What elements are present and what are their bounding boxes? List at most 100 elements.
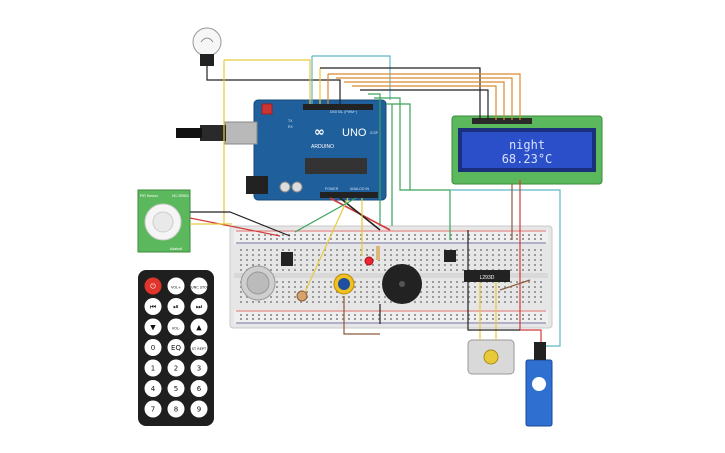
remote-button-st-rept[interactable]	[190, 339, 208, 356]
buzzer[interactable]	[382, 264, 422, 304]
breadboard-hole	[342, 296, 344, 298]
breadboard-hole	[534, 314, 536, 316]
motor-driver-ic[interactable]: L293D	[464, 270, 510, 282]
remote-button-down[interactable]	[144, 318, 162, 336]
breadboard-hole	[390, 249, 392, 251]
breadboard-hole	[486, 296, 488, 298]
breadboard-hole	[330, 269, 332, 271]
remote-button-label: ⏭	[196, 303, 203, 311]
remote-button-func-stop[interactable]	[190, 277, 208, 295]
breadboard-hole	[318, 286, 320, 288]
breadboard-hole	[528, 264, 530, 266]
breadboard-hole	[498, 301, 500, 303]
breadboard-hole	[480, 234, 482, 236]
breadboard-hole	[516, 254, 518, 256]
remote-button-next[interactable]	[190, 298, 208, 315]
lcd-display[interactable]: night 68.23°C	[451, 115, 603, 185]
breadboard-hole	[336, 318, 338, 320]
remote-button-5[interactable]	[167, 380, 185, 397]
remote-button-power[interactable]	[144, 277, 162, 295]
breadboard-hole	[456, 301, 458, 303]
breadboard-hole	[324, 259, 326, 261]
breadboard-hole	[384, 249, 386, 251]
breadboard-hole	[378, 301, 380, 303]
breadboard-hole	[522, 269, 524, 271]
remote-button-2[interactable]	[167, 359, 185, 377]
red-led[interactable]	[364, 256, 374, 266]
remote-button-7[interactable]	[144, 400, 162, 418]
breadboard-hole	[468, 296, 470, 298]
breadboard-hole	[426, 238, 428, 240]
breadboard-hole	[348, 269, 350, 271]
light-bulb[interactable]	[192, 27, 222, 66]
breadboard-hole	[258, 314, 260, 316]
resistor-1[interactable]	[376, 246, 380, 260]
remote-button-1[interactable]	[144, 359, 162, 377]
remote-button-play-pause[interactable]	[167, 298, 185, 315]
breadboard-hole	[288, 314, 290, 316]
breadboard-hole	[438, 269, 440, 271]
gas-sensor[interactable]	[240, 265, 276, 301]
breadboard-hole	[420, 301, 422, 303]
dc-motor[interactable]	[467, 339, 515, 375]
remote-button-up[interactable]	[190, 318, 208, 336]
breadboard-hole	[516, 314, 518, 316]
breadboard-hole	[324, 291, 326, 293]
breadboard-hole	[360, 286, 362, 288]
breadboard-hole	[402, 254, 404, 256]
remote-button-label: 5	[174, 385, 178, 393]
breadboard-hole	[240, 259, 242, 261]
breadboard-hole	[504, 318, 506, 320]
breadboard-hole	[318, 264, 320, 266]
remote-button-eq[interactable]	[167, 339, 185, 356]
breadboard-hole	[396, 259, 398, 261]
breadboard-hole	[360, 296, 362, 298]
breadboard-hole	[276, 318, 278, 320]
breadboard-hole	[294, 249, 296, 251]
breadboard-hole	[432, 318, 434, 320]
breadboard-hole	[360, 238, 362, 240]
breadboard-hole	[342, 234, 344, 236]
remote-button-prev[interactable]	[144, 298, 162, 315]
breadboard-hole	[342, 264, 344, 266]
pir-sensor[interactable]: PIR Sensor HC-SR501 Adafruit	[137, 189, 191, 253]
servo-motor[interactable]	[525, 342, 553, 427]
breadboard-hole	[456, 318, 458, 320]
breadboard-hole	[540, 259, 542, 261]
breadboard-hole	[426, 318, 428, 320]
breadboard-hole	[468, 301, 470, 303]
breadboard-hole	[474, 286, 476, 288]
breadboard-hole	[246, 238, 248, 240]
push-button[interactable]	[444, 250, 456, 262]
potentiometer[interactable]	[333, 273, 355, 295]
breadboard-hole	[366, 314, 368, 316]
remote-button-3[interactable]	[190, 359, 208, 377]
breadboard-hole	[492, 291, 494, 293]
breadboard-hole	[396, 234, 398, 236]
photoresistor[interactable]	[296, 290, 308, 302]
breadboard-hole	[330, 291, 332, 293]
breadboard-hole	[450, 291, 452, 293]
remote-button-4[interactable]	[144, 380, 162, 397]
breadboard-hole	[426, 314, 428, 316]
breadboard-hole	[468, 259, 470, 261]
remote-button-9[interactable]	[190, 400, 208, 418]
transistor[interactable]	[281, 252, 293, 266]
remote-button-vol-down[interactable]	[167, 318, 185, 336]
arduino-uno-board[interactable]: ∞ ARDUINO UNO DIGITAL (PWM~) POWER ANALO…	[176, 99, 387, 201]
breadboard-hole	[450, 238, 452, 240]
remote-button-6[interactable]	[190, 380, 208, 397]
breadboard-hole	[408, 314, 410, 316]
breadboard-hole	[384, 269, 386, 271]
breadboard-hole	[240, 318, 242, 320]
breadboard-hole	[486, 234, 488, 236]
remote-button-vol-up[interactable]	[167, 277, 185, 295]
breadboard-hole	[510, 301, 512, 303]
breadboard-hole	[300, 286, 302, 288]
breadboard-hole	[498, 291, 500, 293]
remote-button-0[interactable]	[144, 339, 162, 356]
breadboard-hole	[282, 269, 284, 271]
breadboard-hole	[510, 238, 512, 240]
remote-button-8[interactable]	[167, 400, 185, 418]
